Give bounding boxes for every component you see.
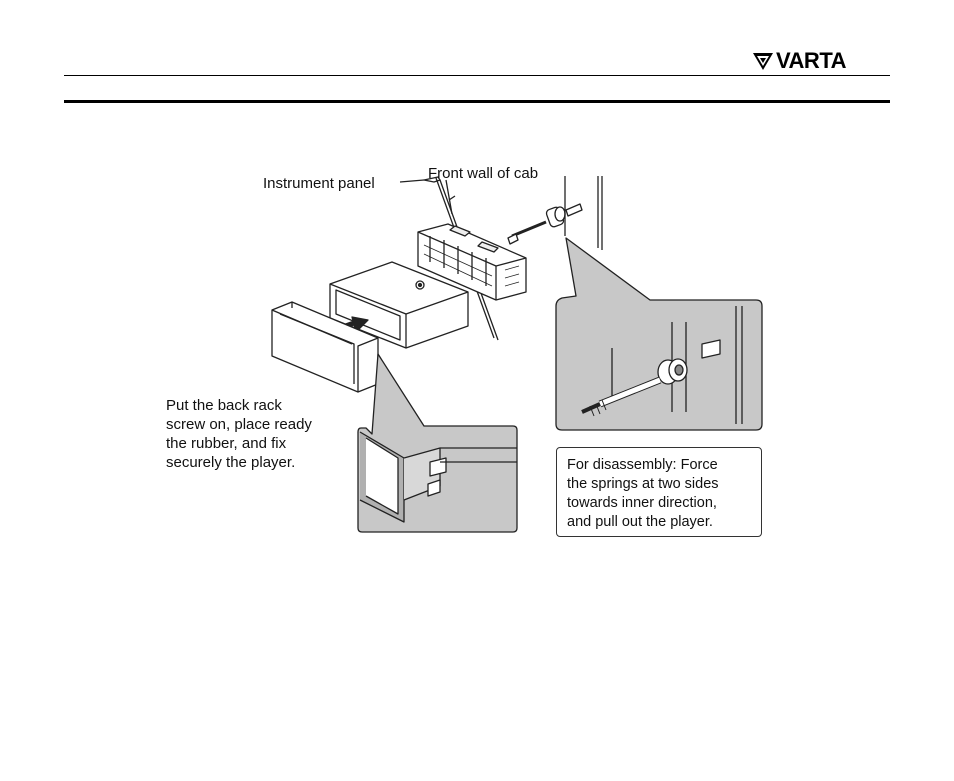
player-unit — [329, 261, 469, 349]
back-rack-screw — [507, 203, 583, 245]
back-rack-line-2: screw on, place ready — [166, 416, 312, 433]
back-rack-line-4: securely the player. — [166, 454, 296, 471]
front-wall-leader — [445, 179, 453, 215]
callout-screw-detail — [555, 237, 763, 431]
label-instrument-panel: Instrument panel — [263, 175, 375, 192]
varta-logo: VARTA — [752, 50, 892, 72]
disassembly-line-2: the springs at two sides — [567, 476, 719, 492]
back-rack-line-1: Put the back rack — [166, 397, 282, 414]
disassembly-line-3: towards inner direction, — [567, 495, 717, 511]
header-rule-thin — [64, 75, 890, 76]
varta-v-emblem-icon — [753, 53, 773, 70]
disassembly-note-box: For disassembly: Force the springs at tw… — [556, 447, 762, 537]
label-front-wall: Front wall of cab — [428, 165, 539, 182]
callout-frame-detail — [357, 353, 518, 533]
back-rack-line-3: the rubber, and fix — [166, 435, 287, 452]
disassembly-line-4: and pull out the player. — [567, 514, 713, 530]
disassembly-line-1: For disassembly: Force — [567, 457, 718, 473]
instrument-panel-leader — [399, 179, 425, 183]
mounting-sleeve — [417, 223, 527, 301]
logo-text: VARTA — [776, 48, 847, 73]
header-rule-thick — [64, 100, 890, 103]
label-back-rack-instructions: Put the back rack screw on, place ready … — [166, 396, 312, 472]
